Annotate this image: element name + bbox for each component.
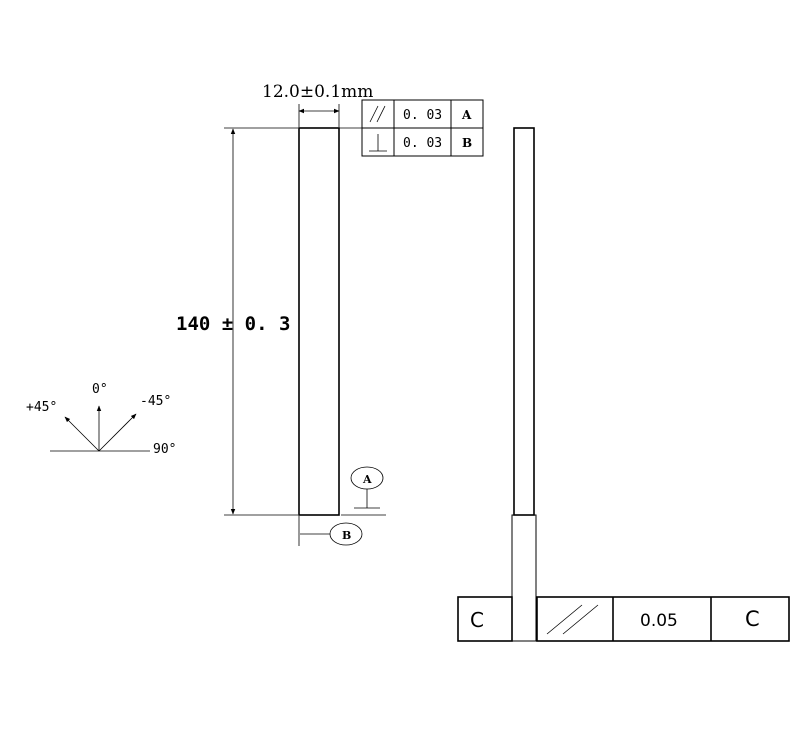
angle-minus45-label: -45° [140, 394, 171, 409]
side-tol-value: 0.05 [640, 611, 678, 631]
specimen-front-view [298, 127, 340, 516]
tol-row2-datum: B [462, 136, 472, 150]
width-label: 12.0±0.1mm [262, 82, 373, 102]
datum-b-label: B [342, 529, 351, 542]
datum-a-symbol: A [341, 466, 386, 516]
side-parallelism-icon [546, 604, 599, 635]
side-datum-right-label: C [745, 607, 760, 631]
fiber-angle-diagram: +45° 0° -45° 90° [26, 382, 176, 457]
angle-plus45-label: +45° [26, 400, 57, 415]
specimen-side-view [513, 127, 535, 516]
datum-a-label: A [362, 473, 372, 486]
tol-row1-datum: A [461, 108, 472, 122]
width-dimension: 12.0±0.1mm [262, 82, 373, 127]
tolerance-frame: 0. 03 A 0. 03 B [361, 99, 484, 157]
side-datum-left-label: C [470, 608, 484, 632]
tol-row2-value: 0. 03 [403, 136, 442, 151]
datum-b-symbol: B [298, 516, 363, 546]
perpendicularity-icon [369, 134, 387, 152]
angle-zero-label: 0° [92, 382, 108, 397]
parallelism-icon [369, 105, 386, 123]
length-dimension: 140 ± 0. 3 [176, 127, 298, 516]
length-label: 140 ± 0. 3 [176, 313, 290, 335]
side-view-extension [511, 514, 537, 642]
angle-ninety-label: 90° [153, 442, 176, 457]
tol-row1-value: 0. 03 [403, 108, 442, 123]
side-tolerance-frame: C 0.05 C [457, 596, 790, 642]
